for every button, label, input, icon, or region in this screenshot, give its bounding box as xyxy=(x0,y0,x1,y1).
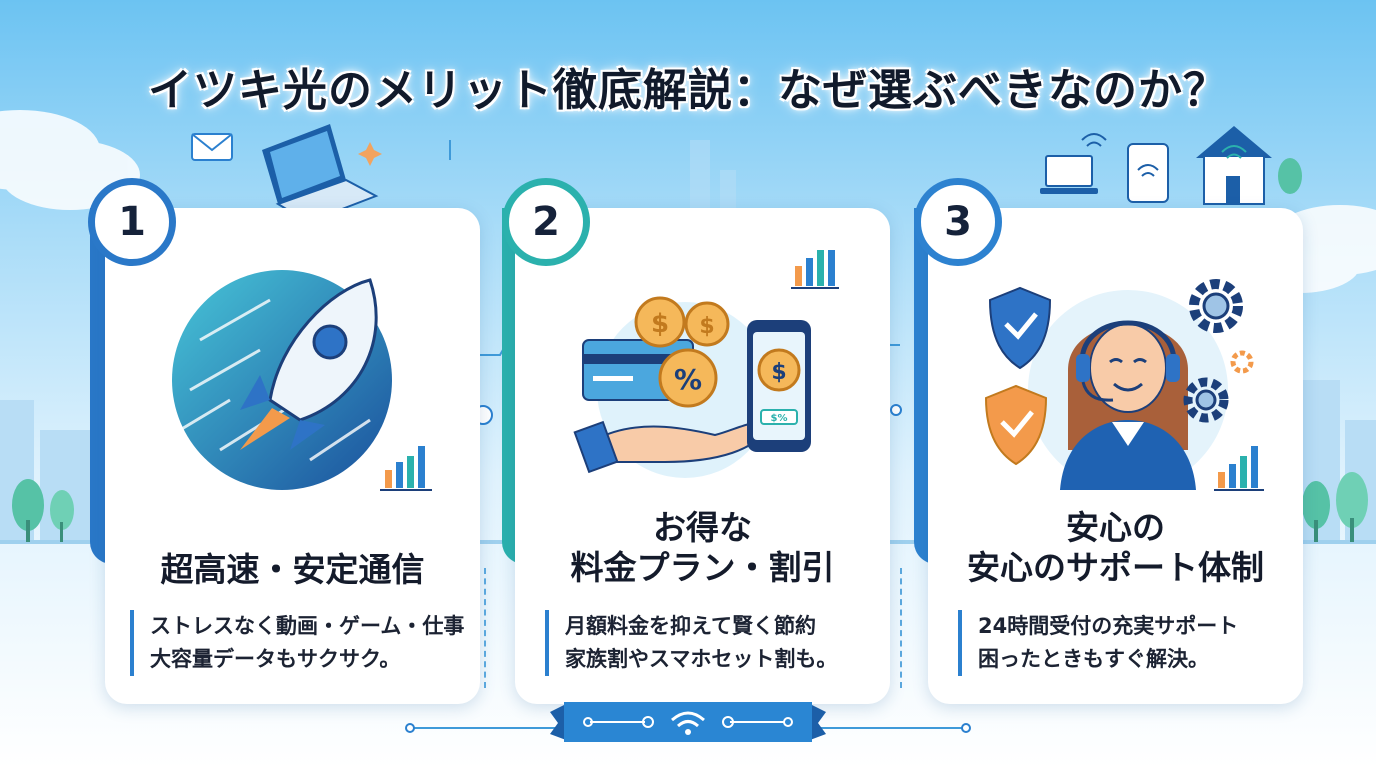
card-2-title-line: お得な xyxy=(653,508,752,547)
card-2-desc-line: 家族割やスマホセット割も。 xyxy=(565,647,838,671)
bar-chart-icon xyxy=(791,250,839,289)
coin-icon: $ $ % xyxy=(634,296,730,408)
page-title: イツキ光のメリット徹底解説：なぜ選ぶべきなのか？ xyxy=(148,65,1228,116)
smartphone-icon: $ $% xyxy=(747,320,811,452)
divider-2 xyxy=(900,568,902,688)
ribbon-circuit xyxy=(583,716,793,728)
card-2-desc-line: 月額料金を抑えて賢く節約 xyxy=(565,614,816,638)
coin-dollar-label: $ xyxy=(699,314,714,339)
trees-right xyxy=(1302,472,1368,542)
rocket-illustration xyxy=(172,270,432,491)
card-1-description: ストレスなく動画・ゲーム・仕事 大容量データもサクサク。 xyxy=(130,610,464,676)
card-3-description: 24時間受付の充実サポート 困ったときもすぐ解決。 xyxy=(958,610,1238,676)
wifi-icon-top xyxy=(1081,133,1107,147)
card-1-desc-line: ストレスなく動画・ゲーム・仕事 xyxy=(150,614,465,638)
shield-check-icon xyxy=(984,286,1052,466)
card-1-number-badge: 1 xyxy=(88,178,176,266)
footer-ribbon xyxy=(550,702,826,742)
coin-percent-label: % xyxy=(674,363,702,396)
phone-dollar-label: $ xyxy=(771,360,786,385)
card-3-title-line: 安心のサポート体制 xyxy=(967,548,1264,587)
mail-icon xyxy=(191,133,233,161)
divider-1 xyxy=(484,568,486,688)
wifi-dot xyxy=(685,729,691,735)
card-2-number-badge: 2 xyxy=(502,178,590,266)
card-3-title-line: 安心の xyxy=(1066,508,1165,547)
card-3-title: 安心の 安心のサポート体制 xyxy=(928,508,1303,588)
bar-chart-icon xyxy=(1214,446,1264,491)
headset-agent-icon xyxy=(1060,320,1196,490)
card-3-desc-line: 24時間受付の充実サポート xyxy=(978,614,1239,638)
trees-left xyxy=(12,479,74,542)
card-1-title-line: 超高速・安定通信 xyxy=(160,550,425,589)
card-1-desc-line: 大容量データもサクサク。 xyxy=(150,647,401,671)
wifi-icon xyxy=(671,711,705,728)
coin-dollar-label: $ xyxy=(651,309,669,339)
gear-icon xyxy=(1183,279,1254,423)
laptop-icon-right xyxy=(1040,155,1098,194)
card-3-number-badge: 3 xyxy=(914,178,1002,266)
phone-tag-label: $% xyxy=(771,413,788,424)
house-wifi-icon xyxy=(1196,126,1302,205)
rocket-icon xyxy=(240,278,378,450)
card-1-title: 超高速・安定通信 xyxy=(105,550,480,590)
pricing-illustration: $ $ % $ $% xyxy=(573,250,839,478)
support-illustration xyxy=(984,279,1264,491)
bar-chart-icon xyxy=(380,446,432,491)
card-3-desc-line: 困ったときもすぐ解決。 xyxy=(978,647,1209,671)
card-2-description: 月額料金を抑えて賢く節約 家族割やスマホセット割も。 xyxy=(545,610,837,676)
tablet-wifi-icon xyxy=(1127,143,1169,203)
card-2-title-line: 料金プラン・割引 xyxy=(570,548,835,587)
card-2-title: お得な 料金プラン・割引 xyxy=(515,508,890,588)
